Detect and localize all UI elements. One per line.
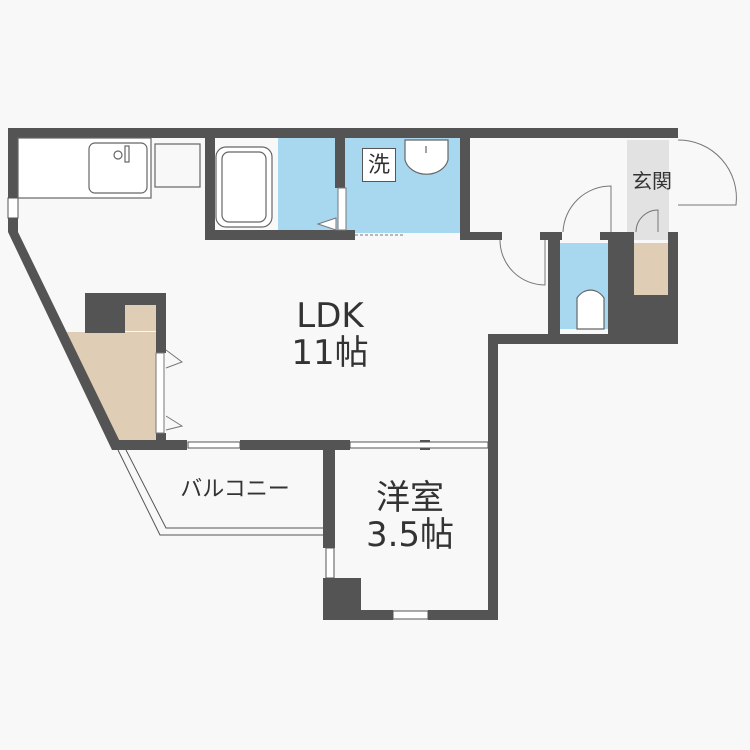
washbasin bbox=[404, 139, 449, 175]
bathroom-floor bbox=[278, 138, 340, 230]
doors bbox=[155, 139, 737, 434]
toilet bbox=[576, 289, 605, 330]
western-room-label: 洋室 3.5帖 bbox=[330, 478, 490, 556]
entrance-floor bbox=[627, 140, 669, 240]
windows bbox=[7, 197, 489, 620]
balcony-outline bbox=[117, 449, 323, 536]
western-room-size: 3.5帖 bbox=[365, 515, 455, 556]
closet-ldk bbox=[66, 332, 156, 440]
ldk-name: LDK bbox=[296, 296, 364, 336]
western-room-name: 洋室 bbox=[376, 478, 444, 518]
closet-small bbox=[124, 303, 156, 331]
shoe-closet bbox=[634, 243, 668, 305]
balcony-label: バルコニー bbox=[180, 477, 290, 502]
entrance-label: 玄関 bbox=[632, 169, 672, 193]
walls bbox=[8, 128, 678, 620]
washing-machine-label: 洗 bbox=[362, 148, 396, 182]
ldk-label: LDK 11帖 bbox=[250, 296, 410, 374]
bathtub bbox=[215, 146, 273, 228]
ldk-size: 11帖 bbox=[291, 333, 369, 374]
kitchen bbox=[17, 137, 201, 199]
